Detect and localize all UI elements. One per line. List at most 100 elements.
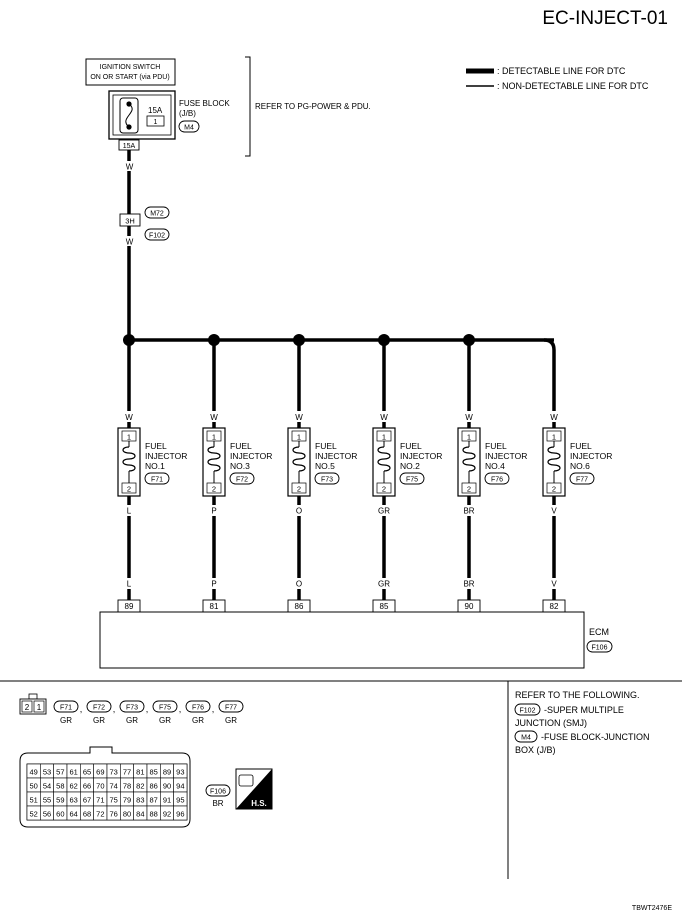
ecm-pin-number: 88 — [149, 810, 157, 819]
ecm-view-connector-color: BR — [212, 799, 223, 808]
ecm-label: ECM — [589, 627, 609, 637]
ignition-switch-sublabel: ON OR START (via PDU) — [90, 74, 169, 81]
injector-pin-bottom: 2 — [127, 485, 131, 494]
fuse-terminal: 15A — [123, 143, 136, 150]
solenoid-coil-icon — [292, 446, 306, 472]
injector-connector-id: F76 — [491, 477, 503, 484]
list-separator: , — [80, 704, 83, 714]
connector-view-color: GR — [192, 716, 204, 725]
ecm-pin-number: 56 — [43, 810, 51, 819]
hs-label: H.S. — [251, 799, 267, 808]
ecm-pin-number: 72 — [96, 810, 104, 819]
injector-pin-top: 1 — [552, 433, 556, 442]
ignition-switch-label: IGNITION SWITCH — [100, 64, 161, 71]
injector-number: NO.4 — [485, 461, 505, 471]
ecm-pin-number: 95 — [176, 796, 184, 805]
injector-connector-view: 2 1 — [19, 693, 47, 715]
ecm-pin-number: 50 — [29, 782, 37, 791]
fuse-rating: 15A — [148, 106, 163, 115]
ecm-pin-number: 65 — [83, 768, 91, 777]
ecm-pin-number: 89 — [163, 768, 171, 777]
injector-pin-bottom: 2 — [212, 485, 216, 494]
injector-pin-bottom: 2 — [382, 485, 386, 494]
ecm-pin-number: 85 — [149, 768, 157, 777]
smj-connector: 3H M72 F102 — [119, 206, 170, 241]
injector-connector-id: F72 — [236, 477, 248, 484]
injector-pin-bottom: 2 — [467, 485, 471, 494]
ecm-wire-color: V — [551, 580, 557, 589]
connector-view-id: F77 — [225, 705, 237, 712]
ecm-terminal-number: 85 — [380, 602, 389, 611]
injector-label: FUEL — [400, 441, 422, 451]
injector-number: NO.6 — [570, 461, 590, 471]
ecm-pin-number: 83 — [136, 796, 144, 805]
solenoid-coil-icon — [122, 446, 136, 472]
solenoid-coil-icon — [547, 446, 561, 472]
refer-section: REFER TO THE FOLLOWING. F102 -SUPER MULT… — [514, 690, 650, 755]
connector-view-id: F76 — [192, 705, 204, 712]
ecm-pin-number: 55 — [43, 796, 51, 805]
refer-item1-line1: -SUPER MULTIPLE — [544, 705, 624, 715]
ecm-pin-number: 53 — [43, 768, 51, 777]
ignition-switch-box: IGNITION SWITCH ON OR START (via PDU) — [85, 58, 176, 86]
injector-number: NO.5 — [315, 461, 335, 471]
connector-view-id: F71 — [60, 705, 72, 712]
legend-detectable-label: : DETECTABLE LINE FOR DTC — [497, 66, 626, 76]
injector-pin-2: 2 — [25, 703, 30, 712]
list-separator: , — [113, 704, 116, 714]
smj-connector-top: M72 — [150, 211, 164, 218]
injector-wire-color-bottom: L — [127, 507, 132, 516]
ecm-pin-cell — [173, 805, 188, 821]
ecm-pin-number: 57 — [56, 768, 64, 777]
ecm-pin-number: 78 — [123, 782, 131, 791]
line-legend: : DETECTABLE LINE FOR DTC : NON-DETECTAB… — [466, 66, 649, 91]
injector-pin-bottom: 2 — [297, 485, 301, 494]
injector-label: FUEL — [315, 441, 337, 451]
ecm-pin-number: 61 — [69, 768, 77, 777]
refer-item2-line2: BOX (J/B) — [515, 745, 556, 755]
ecm-pin-number: 64 — [69, 810, 77, 819]
injector-wire-color-bottom: BR — [463, 507, 474, 516]
connector-face-icon — [238, 774, 254, 787]
connector-view-color: GR — [225, 716, 237, 725]
ecm-pin-number: 52 — [29, 810, 37, 819]
ecm-pin-number: 87 — [149, 796, 157, 805]
figure-code: TBWT2476E — [632, 905, 672, 912]
injector-connector-id: F77 — [576, 477, 588, 484]
ecm-connector: F106 — [592, 645, 608, 652]
injector-wire-color-bottom: O — [296, 507, 302, 516]
injector-branches: W12FUELINJECTORNO.1F71LL89INJ#1W12FUELIN… — [117, 334, 612, 626]
injector-label: INJECTOR — [485, 451, 527, 461]
ecm-terminal-number: 89 — [125, 602, 134, 611]
ecm-wire-color: L — [127, 580, 132, 589]
injector-label: INJECTOR — [400, 451, 442, 461]
feed-wire-color-lower: W — [126, 238, 134, 247]
ecm-wire-color: O — [296, 580, 302, 589]
ecm-pin-number: 84 — [136, 810, 144, 819]
refer-item1-line2: JUNCTION (SMJ) — [515, 718, 587, 728]
hs-badge: H.S. — [235, 768, 273, 810]
ecm-pin-number: 63 — [69, 796, 77, 805]
refer-item1-connector: F102 — [520, 708, 536, 715]
ecm-pin-number: 67 — [83, 796, 91, 805]
injector-pin-top: 1 — [212, 433, 216, 442]
ecm-pin-number: 74 — [109, 782, 117, 791]
solenoid-coil-icon — [377, 446, 391, 472]
injector-connector-id: F75 — [406, 477, 418, 484]
ecm-pin-number: 79 — [123, 796, 131, 805]
list-separator: , — [146, 704, 149, 714]
ecm-pin-number: 77 — [123, 768, 131, 777]
refer-item2-connector: M4 — [521, 735, 531, 742]
legend-non-detectable-label: : NON-DETECTABLE LINE FOR DTC — [497, 81, 649, 91]
ecm-pin-number: 59 — [56, 796, 64, 805]
injector-label: FUEL — [570, 441, 592, 451]
ecm-pin-number: 66 — [83, 782, 91, 791]
injector-label: FUEL — [485, 441, 507, 451]
connector-view-color: GR — [93, 716, 105, 725]
